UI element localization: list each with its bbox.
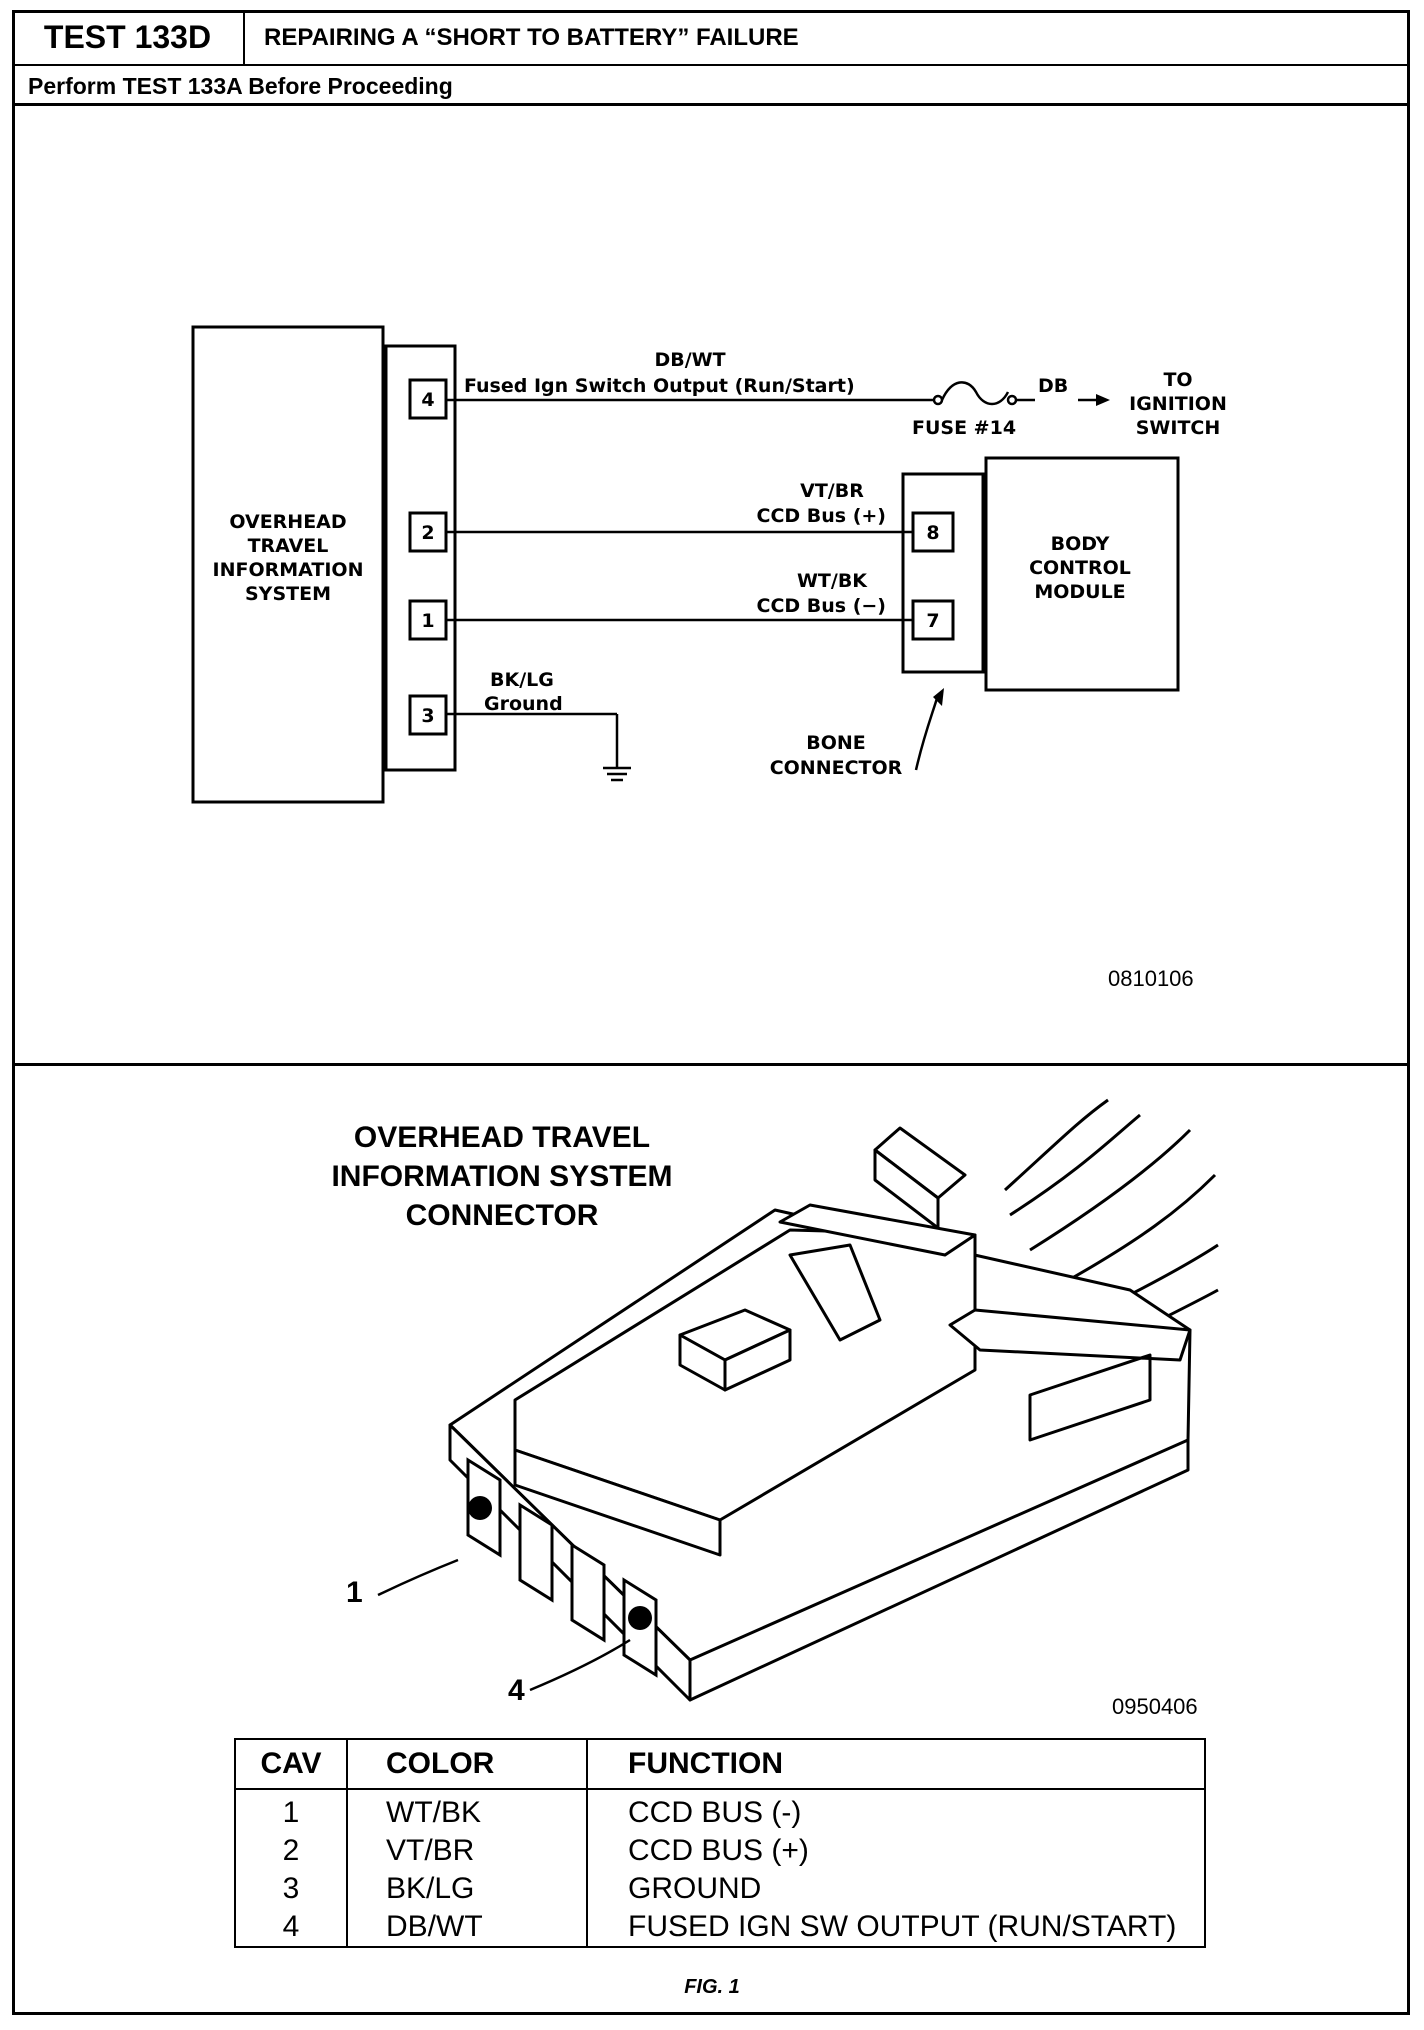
table-header-row: CAV COLOR FUNCTION [235, 1739, 1205, 1790]
wire2-color-label: VT/BR [800, 480, 864, 502]
wire3-name-label: CCD Bus (−) [757, 595, 887, 617]
overhead-label-2: TRAVEL [248, 535, 329, 557]
cell-cav: 3 [235, 1870, 348, 1908]
col-color: COLOR [347, 1739, 588, 1790]
to-ignition-arrowhead [1096, 394, 1110, 406]
left-connector-housing [384, 344, 457, 772]
left-pin-2-label: 2 [421, 522, 434, 544]
cavity-table: CAV COLOR FUNCTION 1 WT/BK CCD BUS (-) 2… [234, 1738, 1206, 1948]
callout-4: 4 [508, 1674, 525, 1707]
cell-cav: 2 [235, 1832, 348, 1870]
page-frame [12, 10, 1410, 2015]
cell-color: DB/WT [347, 1908, 588, 1947]
bone-connector-housing [901, 472, 985, 674]
connector-title-line-1: OVERHEAD TRAVEL [353, 1121, 651, 1154]
cell-function: CCD BUS (-) [628, 1796, 802, 1829]
table-row: 1 WT/BK CCD BUS (-) [235, 1789, 1205, 1832]
wire3-color-label: WT/BK [797, 570, 868, 592]
cell-cav: 1 [235, 1789, 348, 1832]
bcm-label-3: MODULE [1034, 581, 1125, 603]
bone-label-1: BONE [806, 732, 866, 754]
connector-title: OVERHEAD TRAVEL INFORMATION SYSTEM CONNE… [272, 1118, 732, 1235]
col-cav: CAV [235, 1739, 348, 1790]
left-pin-3-label: 3 [421, 705, 434, 727]
overhead-label-1: OVERHEAD [229, 511, 346, 533]
cell-cav: 4 [235, 1908, 348, 1947]
left-pin-4-label: 4 [421, 389, 434, 411]
bone-label-2: CONNECTOR [770, 757, 903, 779]
cell-function: FUSED IGN SW OUTPUT (RUN/START) [628, 1910, 1177, 1943]
wire1-name-label: Fused Ign Switch Output (Run/Start) [464, 375, 855, 397]
table-row: 3 BK/LG GROUND [235, 1870, 1205, 1908]
cell-function: CCD BUS (+) [628, 1834, 809, 1867]
to-label-1: TO [1163, 369, 1192, 391]
test-title: REPAIRING A “SHORT TO BATTERY” FAILURE [264, 24, 799, 51]
wire4-color-label: BK/LG [490, 669, 554, 691]
bcm-label-1: BODY [1051, 533, 1110, 555]
connector-title-line-2: INFORMATION SYSTEM [331, 1160, 673, 1193]
overhead-module-box [191, 325, 385, 804]
table-row: 4 DB/WT FUSED IGN SW OUTPUT (RUN/START) [235, 1908, 1205, 1947]
right-pin-7-label: 7 [926, 610, 939, 632]
bcm-label-2: CONTROL [1029, 557, 1131, 579]
bone-pointer-arrowhead [933, 688, 944, 706]
connector-drawing-number: 0950406 [1112, 1694, 1198, 1719]
test-id: TEST 133D [12, 10, 245, 64]
bone-connector-pointer [914, 694, 940, 771]
test-subtitle: Perform TEST 133A Before Proceeding [12, 66, 1410, 106]
to-label-3: SWITCH [1136, 417, 1221, 439]
schematic-drawing-number: 0810106 [1108, 966, 1194, 991]
fuse-terminal-left [932, 394, 944, 406]
cell-color: WT/BK [347, 1789, 588, 1832]
wire2-name-label: CCD Bus (+) [757, 505, 887, 527]
section-divider [12, 1063, 1410, 1066]
overhead-label-3: INFORMATION [213, 559, 364, 581]
to-label-2: IGNITION [1129, 393, 1227, 415]
right-pin-8-label: 8 [926, 522, 939, 544]
left-pin-1-label: 1 [421, 610, 434, 632]
wire1-out-color-label: DB [1038, 375, 1068, 397]
wiring-schematic: 4 2 1 3 8 7 OVERHEAD TRAVEL INFORMATION … [191, 325, 1227, 804]
callout-1: 1 [346, 1576, 363, 1609]
figure-caption: FIG. 1 [684, 1976, 740, 1998]
table-row: 2 VT/BR CCD BUS (+) [235, 1832, 1205, 1870]
header-row: TEST 133D REPAIRING A “SHORT TO BATTERY”… [12, 10, 1410, 66]
wire1-color-label: DB/WT [654, 349, 725, 371]
wire4-name-label: Ground [484, 693, 563, 715]
overhead-label-4: SYSTEM [245, 583, 331, 605]
cell-color: VT/BR [347, 1832, 588, 1870]
col-function: FUNCTION [587, 1739, 1205, 1790]
cell-color: BK/LG [347, 1870, 588, 1908]
fuse-symbol [940, 381, 1010, 406]
connector-title-line-3: CONNECTOR [405, 1199, 599, 1232]
body-control-module-box [984, 456, 1180, 692]
cell-function: GROUND [628, 1872, 762, 1905]
fuse-label: FUSE #14 [912, 417, 1016, 439]
fuse-terminal-right [1006, 394, 1018, 406]
